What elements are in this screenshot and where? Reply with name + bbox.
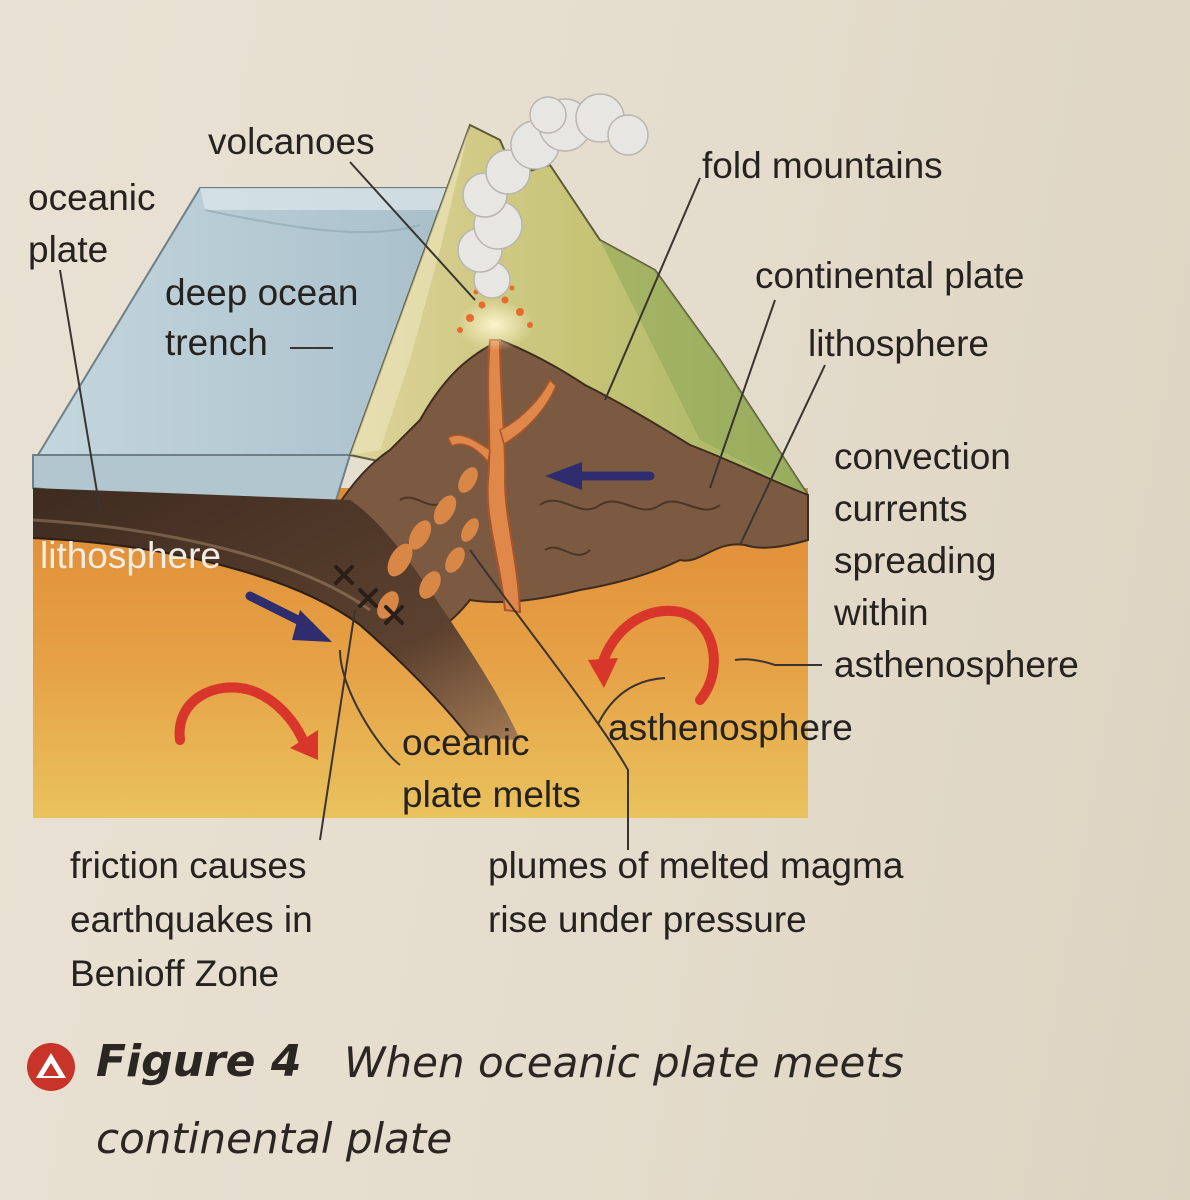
plate-motion-arrow-icon xyxy=(245,462,655,642)
label-lithosphere-right: lithosphere xyxy=(808,323,990,364)
volcano-eruption xyxy=(457,285,533,351)
caption-figure-number: Figure 4 xyxy=(96,1036,302,1087)
label-friction-line3: Benioff Zone xyxy=(70,953,280,994)
label-asthenosphere: asthenosphere xyxy=(608,707,853,748)
continental-crust xyxy=(308,338,809,635)
label-friction-line2: earthquakes in xyxy=(70,899,313,940)
label-fold-mountains: fold mountains xyxy=(702,145,943,186)
caption-title-line1: When oceanic plate meets xyxy=(344,1038,904,1087)
melting-plate-chunks xyxy=(377,467,479,619)
convection-arrow-head-left xyxy=(290,730,318,760)
caption-title-line2: continental plate xyxy=(96,1114,453,1163)
label-oceanic-plate-melts-line1: oceanic xyxy=(402,722,530,763)
earthquake-cross-icon xyxy=(334,565,404,625)
label-oceanic-plate-line2: plate xyxy=(28,229,109,270)
label-lithosphere-left: lithosphere xyxy=(40,535,222,576)
label-convection-line1: convection xyxy=(834,436,1011,477)
label-deep-ocean-trench-line2: trench xyxy=(165,322,268,363)
label-convection-line3: spreading xyxy=(834,540,997,581)
label-convection-line4: within xyxy=(834,592,929,633)
label-convection-line2: currents xyxy=(834,488,968,529)
label-oceanic-plate-line1: oceanic xyxy=(28,177,156,218)
label-plumes-line1: plumes of melted magma xyxy=(488,845,904,886)
label-plumes-line2: rise under pressure xyxy=(488,899,807,940)
smoke-plume-icon xyxy=(457,93,649,299)
convection-arrow-icon xyxy=(174,605,719,750)
label-friction-line1: friction causes xyxy=(70,845,307,886)
label-volcanoes: volcanoes xyxy=(208,121,375,162)
convection-arrow-head-right xyxy=(588,658,618,688)
label-convection-line5: asthenosphere xyxy=(834,644,1079,685)
label-oceanic-plate-melts-line2: plate melts xyxy=(402,774,581,815)
leader-lines xyxy=(59,161,826,850)
label-deep-ocean-trench-line1: deep ocean xyxy=(165,272,359,313)
magma-conduit xyxy=(447,339,557,614)
label-continental-plate: continental plate xyxy=(755,255,1025,296)
caption-triangle-icon xyxy=(27,1043,75,1091)
